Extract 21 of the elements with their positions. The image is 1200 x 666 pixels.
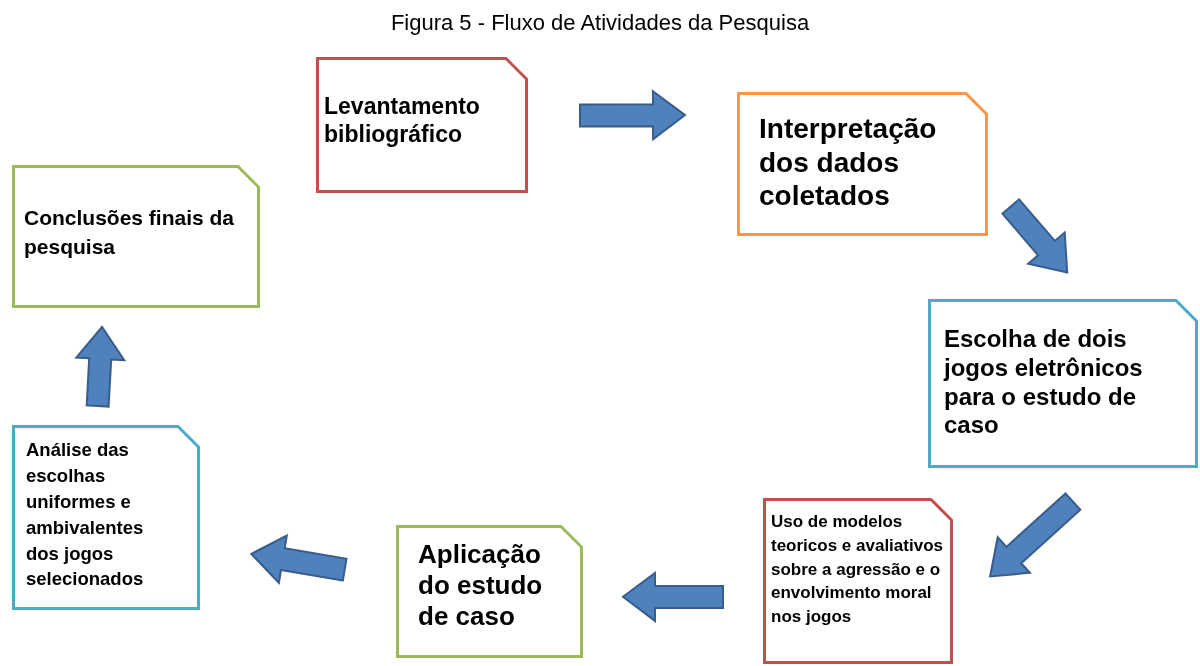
block-arrow [579, 89, 687, 142]
figure-title: Figura 5 - Fluxo de Atividades da Pesquisa [390, 10, 810, 36]
note-box [928, 299, 1198, 468]
note-box [737, 92, 988, 236]
step-text: Uso de modelos teoricos e avaliativos sobre a agressão e o envolvimento moral nos jogos [771, 511, 944, 629]
step-text: Conclusões finais da pesquisa [24, 205, 236, 261]
note-box [12, 425, 200, 610]
note-box [316, 57, 528, 193]
step-text: Aplicação do estudo de caso [418, 539, 544, 633]
note-box [763, 498, 953, 664]
block-arrow [621, 570, 724, 623]
step-text: Interpretação dos dados coletados [759, 112, 938, 213]
block-arrow [988, 492, 1082, 578]
block-arrow [1001, 197, 1069, 274]
block-arrow [74, 325, 127, 408]
note-box [396, 525, 583, 658]
block-arrow [249, 533, 348, 585]
step-text: Levantamento bibliográfico [324, 93, 481, 149]
step-text: Escolha de dois jogos eletrônicos para o estudo de caso [944, 325, 1144, 441]
step-text: Análise das escolhas uniformes e ambivalentes dos jogos selecionados [26, 438, 145, 592]
note-box [12, 165, 260, 308]
